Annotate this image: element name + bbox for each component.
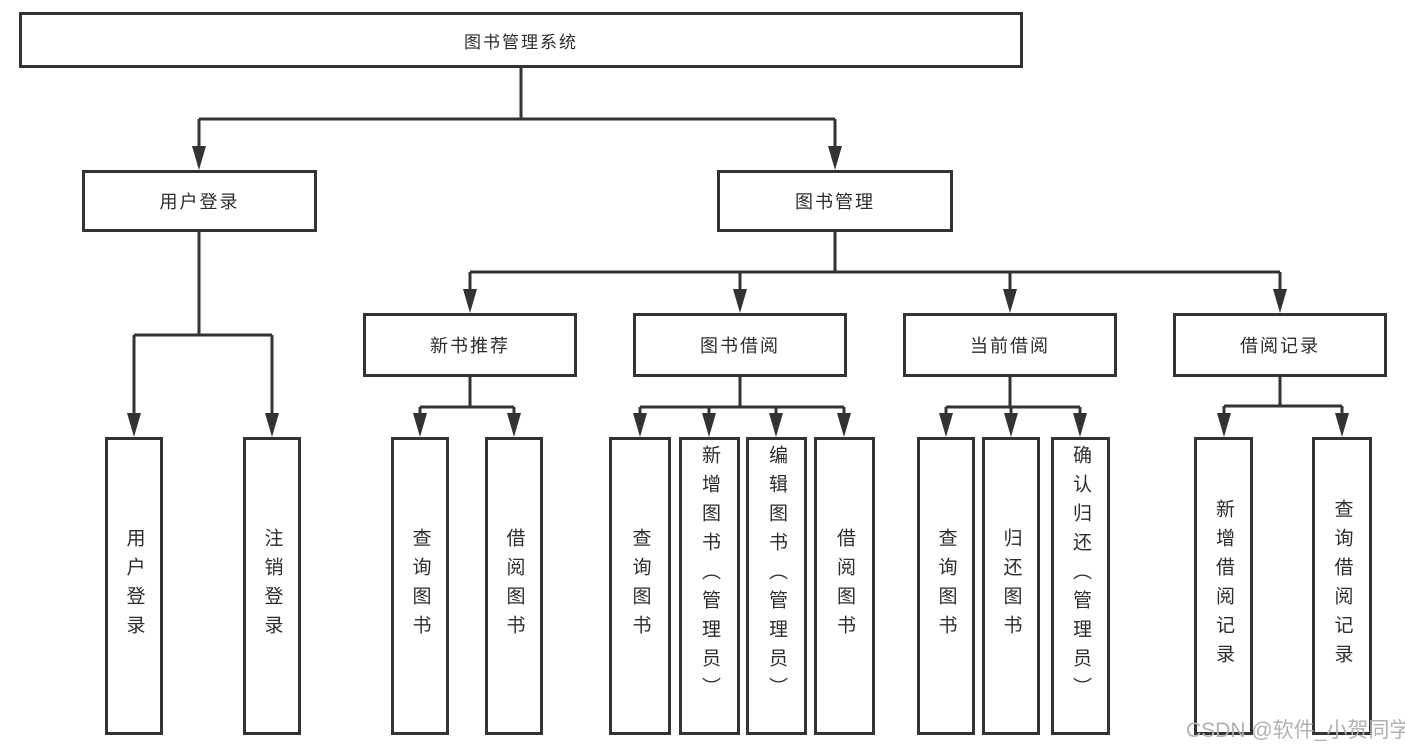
- leaf-confirm-return-admin: 确认归还（管理员）: [1051, 437, 1110, 735]
- node-user-login-label: 用户登录: [159, 192, 240, 212]
- node-borrowing-records-label: 借阅记录: [1240, 336, 1320, 356]
- node-library-system: 图书管理系统: [19, 12, 1023, 68]
- leaf-return-book-label: 归还图书: [1000, 528, 1022, 644]
- edge-new-book-to-leaves: [413, 377, 521, 437]
- edge-book-borrowing-to-leaves: [633, 377, 851, 437]
- leaf-query-books-recommend: 查询图书: [391, 437, 449, 735]
- node-book-borrowing: 图书借阅: [633, 313, 847, 377]
- leaf-edit-book-admin: 编辑图书（管理员）: [746, 437, 807, 735]
- watermark: CSDN @软件_小贺同学: [1186, 719, 1405, 742]
- leaf-borrow-books-recommend-label: 借阅图书: [503, 528, 525, 644]
- leaf-user-login-label: 用户登录: [123, 528, 145, 644]
- edge-book-management-to-level2: [463, 232, 1287, 313]
- edge-root-to-level1: [192, 68, 842, 170]
- leaf-return-book: 归还图书: [982, 437, 1040, 735]
- node-book-management-label: 图书管理: [795, 192, 875, 212]
- leaf-query-borrow-record: 查询借阅记录: [1312, 437, 1372, 735]
- leaf-logout-label: 注销登录: [261, 528, 283, 644]
- node-borrowing-records: 借阅记录: [1173, 313, 1387, 377]
- edge-borrowing-records-to-leaves: [1217, 377, 1349, 437]
- leaf-borrow-books: 借阅图书: [814, 437, 875, 735]
- leaf-query-books-recommend-label: 查询图书: [409, 528, 431, 644]
- node-current-borrowing-label: 当前借阅: [970, 336, 1050, 356]
- node-library-system-label: 图书管理系统: [464, 32, 578, 52]
- edge-current-borrowing-to-leaves: [939, 377, 1087, 437]
- leaf-query-books-current: 查询图书: [917, 437, 975, 735]
- leaf-borrow-books-label: 借阅图书: [834, 528, 855, 644]
- leaf-borrow-books-recommend: 借阅图书: [485, 437, 543, 735]
- node-user-login: 用户登录: [82, 170, 317, 232]
- leaf-query-books-borrowing-label: 查询图书: [629, 528, 651, 644]
- leaf-user-login: 用户登录: [105, 437, 163, 735]
- leaf-confirm-return-admin-label: 确认归还（管理员）: [1070, 445, 1091, 706]
- node-new-book-recommendation: 新书推荐: [363, 313, 577, 377]
- leaf-add-borrow-record: 新增借阅记录: [1194, 437, 1253, 735]
- leaf-query-books-borrowing: 查询图书: [609, 437, 671, 735]
- node-current-borrowing: 当前借阅: [903, 313, 1117, 377]
- leaf-query-borrow-record-label: 查询借阅记录: [1331, 499, 1353, 673]
- node-book-management: 图书管理: [717, 170, 953, 232]
- node-book-borrowing-label: 图书借阅: [700, 336, 780, 356]
- leaf-add-book-admin: 新增图书（管理员）: [679, 437, 740, 735]
- leaf-add-borrow-record-label: 新增借阅记录: [1213, 499, 1234, 673]
- leaf-logout: 注销登录: [243, 437, 301, 735]
- leaf-add-book-admin-label: 新增图书（管理员）: [699, 445, 720, 706]
- leaf-edit-book-admin-label: 编辑图书（管理员）: [766, 445, 787, 706]
- leaf-query-books-current-label: 查询图书: [935, 528, 957, 644]
- node-new-book-recommendation-label: 新书推荐: [430, 336, 510, 356]
- edge-user-login-to-leaves: [127, 232, 279, 437]
